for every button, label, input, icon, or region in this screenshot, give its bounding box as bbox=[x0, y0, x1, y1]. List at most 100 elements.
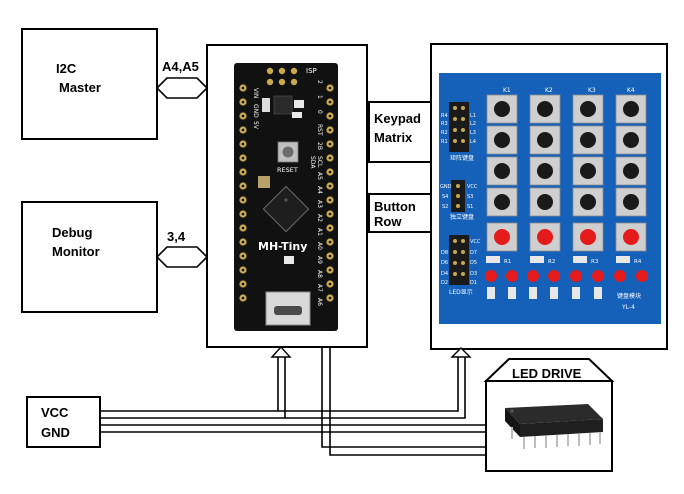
key-label-k4: K4 bbox=[627, 87, 635, 94]
matrix-pin-r4: R4 bbox=[441, 113, 448, 119]
key-label-k3: K3 bbox=[588, 87, 596, 94]
matrix-pin-l1: L1 bbox=[470, 113, 476, 119]
led-header-caption: LED显示 bbox=[449, 289, 473, 296]
smd-resistor-2 bbox=[292, 112, 302, 118]
key-switch-grid bbox=[486, 94, 647, 252]
matrix-pin-l3: L3 bbox=[470, 130, 476, 136]
debug-monitor-label-line1: Debug bbox=[52, 225, 93, 240]
matrix-header bbox=[449, 102, 469, 152]
matrix-header-caption: 矩阵键盘 bbox=[450, 154, 474, 162]
right-pin-sda: SDA bbox=[309, 156, 316, 169]
right-pin-a1: A1 bbox=[316, 228, 323, 236]
matrix-pin-r1: R1 bbox=[441, 139, 448, 145]
led-pin-d6: D6 bbox=[441, 260, 448, 266]
matrix-pin-l2: L2 bbox=[470, 121, 476, 127]
button-pin-gnd: GND bbox=[440, 184, 452, 190]
arrow-into-mcu bbox=[270, 345, 292, 358]
right-pin-a7: A7 bbox=[316, 284, 323, 292]
mcu-to-led-drive-wire-2 bbox=[329, 347, 486, 456]
keypad-matrix-label-box bbox=[368, 101, 432, 163]
key-label-k2: K2 bbox=[545, 87, 553, 94]
vcc-wire-mcu bbox=[100, 357, 279, 412]
led-pin-vcc: VCC bbox=[470, 239, 481, 245]
button-row-label-line2: Row bbox=[374, 214, 402, 229]
button-row-label-line1: Button bbox=[374, 199, 416, 214]
button-pin-s2: S2 bbox=[442, 204, 448, 210]
vcc-label: VCC bbox=[41, 405, 69, 420]
right-pin-a8: A8 bbox=[316, 270, 323, 278]
regulator-chip bbox=[273, 95, 293, 115]
keypad-module-board: R4 R3 R2 R1 L1 L2 L3 L4 矩阵键盘 GND S4 S3 S… bbox=[439, 73, 661, 324]
module-caption: 键盘模块 bbox=[617, 292, 641, 300]
led-drive-label: LED DRIVE bbox=[512, 366, 582, 381]
reset-button-cap bbox=[282, 146, 294, 158]
led-row bbox=[485, 270, 648, 282]
led-header bbox=[449, 235, 469, 285]
keypad-matrix-label-line1: Keypad bbox=[374, 111, 421, 126]
gnd-label: GND bbox=[41, 425, 70, 440]
module-model: YL-4 bbox=[621, 304, 635, 311]
left-pin-vin: VIN bbox=[252, 88, 259, 98]
left-pin-gnd: GND bbox=[252, 104, 259, 118]
usb-port bbox=[274, 306, 302, 315]
resistor-label-r1: R1 bbox=[504, 259, 511, 265]
resistor-label-r2: R2 bbox=[548, 259, 555, 265]
resistor-label-r4: R4 bbox=[634, 259, 642, 265]
debug-bus-arrow bbox=[155, 246, 209, 268]
debug-monitor-label-line2: Monitor bbox=[52, 244, 100, 259]
mh-tiny-board: ISP bbox=[234, 63, 338, 331]
vcc-wire-keypad bbox=[278, 357, 459, 412]
led-pin-d4: D4 bbox=[441, 271, 448, 277]
right-pin-2b: 2B bbox=[316, 142, 323, 150]
button-pin-vcc: VCC bbox=[467, 184, 478, 190]
right-pin-2: 2 bbox=[316, 80, 323, 84]
i2c-master-label-line1: I2C bbox=[56, 61, 77, 76]
keypad-matrix-label-line2: Matrix bbox=[374, 130, 413, 145]
led-pin-d5: D5 bbox=[470, 260, 477, 266]
matrix-pin-r2: R2 bbox=[441, 130, 448, 136]
button-pin-s3: S3 bbox=[467, 194, 473, 200]
led-pin-d7: D7 bbox=[470, 250, 477, 256]
crystal bbox=[258, 176, 270, 188]
i2c-bus-arrow bbox=[155, 77, 209, 99]
gnd-wire-mcu bbox=[100, 357, 286, 419]
key-label-k1: K1 bbox=[503, 87, 511, 94]
right-pin-rst: RST bbox=[316, 124, 323, 136]
right-pin-a4: A4 bbox=[316, 186, 323, 194]
right-pin-1: 1 bbox=[316, 95, 323, 99]
debug-monitor-block bbox=[21, 201, 158, 313]
vcc-gnd-block bbox=[26, 396, 101, 448]
matrix-pin-l4: L4 bbox=[470, 139, 476, 145]
board-name-label: MH-Tiny bbox=[258, 240, 307, 253]
smd-led bbox=[284, 256, 294, 264]
smd-capacitor bbox=[262, 98, 270, 112]
right-pin-a2: A2 bbox=[316, 214, 323, 222]
mcu-to-led-drive-wire-1 bbox=[321, 347, 486, 448]
right-pin-0: 0 bbox=[316, 110, 323, 114]
led-pin-d2: D2 bbox=[441, 280, 448, 286]
isp-pads bbox=[266, 67, 298, 86]
matrix-pin-r3: R3 bbox=[441, 121, 448, 127]
button-pin-s4: S4 bbox=[442, 194, 448, 200]
gnd-wire-keypad bbox=[285, 357, 466, 419]
left-pin-5v: 5V bbox=[252, 121, 259, 130]
arrow-into-keypad bbox=[450, 347, 472, 358]
mcu-chip bbox=[262, 185, 310, 233]
right-pin-a9: A9 bbox=[316, 256, 323, 264]
resistor-label-r3: R3 bbox=[591, 259, 599, 265]
right-pin-a0: A0 bbox=[316, 242, 323, 250]
dip-ic bbox=[505, 404, 603, 449]
i2c-master-label-line2: Master bbox=[59, 80, 101, 95]
i2c-bus-label: A4,A5 bbox=[162, 59, 199, 74]
right-pin-a3: A3 bbox=[316, 200, 323, 208]
isp-label: ISP bbox=[306, 67, 317, 75]
reset-label: RESET bbox=[277, 166, 298, 174]
led-pin-d1: D1 bbox=[470, 280, 477, 286]
button-header-caption: 独立键盘 bbox=[450, 213, 474, 221]
right-pin-a6: A6 bbox=[316, 298, 323, 306]
led-pin-d8: D8 bbox=[441, 250, 448, 256]
led-pin-d3: D3 bbox=[470, 271, 477, 277]
i2c-master-block bbox=[21, 28, 158, 140]
right-pin-a5: A5 bbox=[316, 172, 323, 180]
